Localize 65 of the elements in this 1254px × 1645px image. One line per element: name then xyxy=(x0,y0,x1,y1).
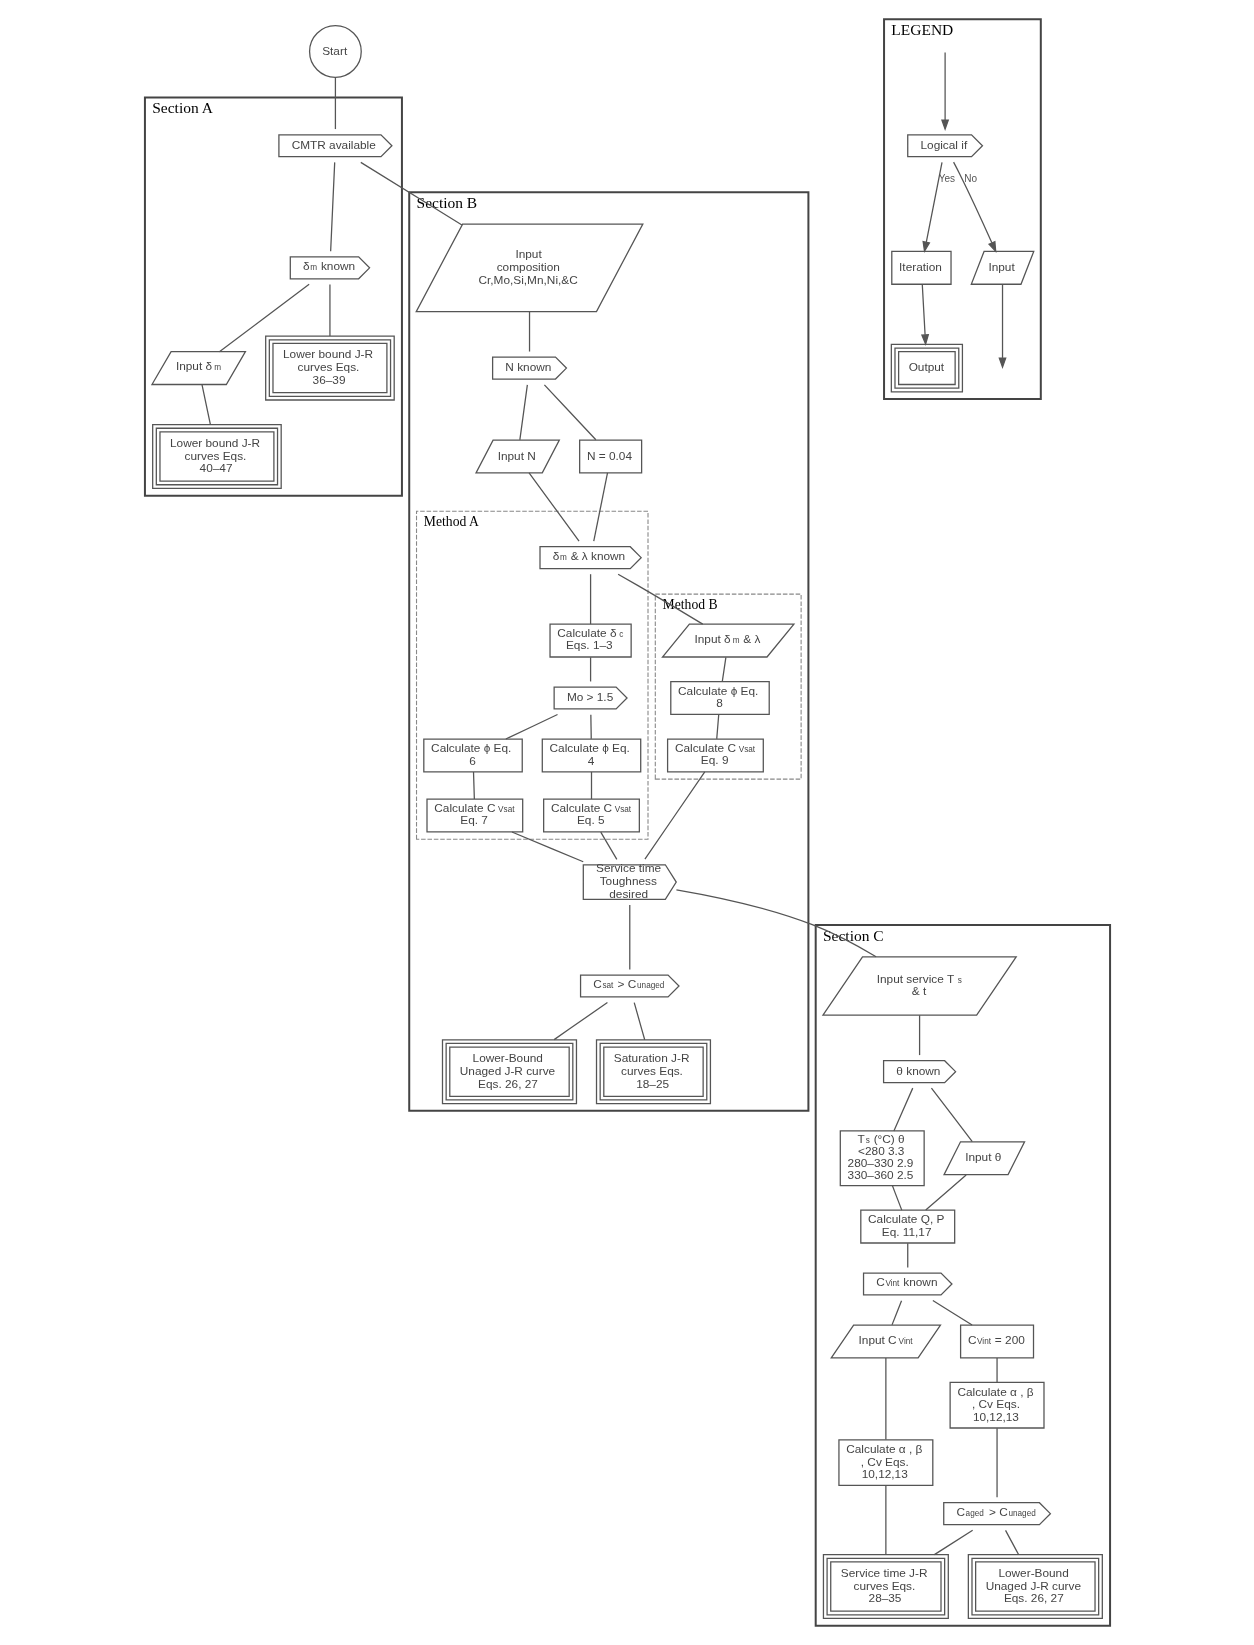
connector xyxy=(933,1529,973,1556)
connector xyxy=(884,1357,886,1441)
connector xyxy=(590,771,592,800)
connector xyxy=(599,831,617,860)
connector xyxy=(504,713,558,740)
node-box: Calculate α , β , Cv Eqs. 10,12,13 xyxy=(837,1439,933,1487)
connector xyxy=(528,311,530,353)
connector xyxy=(633,1002,645,1041)
connector xyxy=(906,1242,908,1269)
arrow xyxy=(940,51,949,132)
arrow xyxy=(997,283,1007,370)
connector xyxy=(918,1014,920,1056)
connector xyxy=(995,1357,998,1383)
node-box: Calculate ϕ Eq. 4 xyxy=(541,738,641,773)
connector xyxy=(617,573,703,625)
node-box: CVint = 200 xyxy=(959,1324,1034,1359)
connector xyxy=(589,714,592,740)
node-box: Lower bound J-R curves Eqs. 40–47 xyxy=(151,423,282,490)
arrow xyxy=(952,161,996,254)
connector xyxy=(510,831,584,863)
connector xyxy=(675,889,877,958)
connector xyxy=(329,161,335,252)
node-circle: Start xyxy=(308,25,362,78)
connector xyxy=(930,1087,973,1143)
node-box: N = 0.04 xyxy=(578,439,642,474)
connector xyxy=(924,1174,967,1211)
connector xyxy=(892,1087,913,1132)
connector xyxy=(334,76,336,130)
connector xyxy=(715,714,719,740)
connector xyxy=(643,771,705,860)
connector xyxy=(359,161,463,226)
connector xyxy=(218,283,310,353)
edge-label: No xyxy=(963,172,977,184)
connector xyxy=(995,1427,998,1498)
connector xyxy=(589,573,591,625)
node-box: Iteration xyxy=(890,250,952,285)
connector xyxy=(592,472,608,542)
node-box: Calculate CVsat Eq. 9 xyxy=(666,738,764,773)
connector xyxy=(628,904,630,971)
node-box: Calculate CVsat Eq. 5 xyxy=(542,798,640,833)
connector xyxy=(884,1485,886,1556)
connector xyxy=(328,283,331,337)
connector xyxy=(200,384,211,425)
node-box: Calculate δc Eqs. 1–3 xyxy=(548,623,632,658)
connector xyxy=(589,656,591,683)
connector xyxy=(891,1185,902,1211)
connector xyxy=(553,1001,608,1041)
connector xyxy=(527,472,580,542)
node-box: Calculate α , β , Cv Eqs. 10,12,13 xyxy=(949,1381,1045,1429)
node-box: Calculate ϕ Eq. 8 xyxy=(669,680,770,716)
connector xyxy=(543,384,596,441)
node-box: Calculate Q, P Eq. 11,17 xyxy=(859,1209,955,1244)
connector xyxy=(890,1300,902,1326)
node-box: Ts (°C) θ <280 3.3 280–330 2.9 330–360 2.5 xyxy=(839,1130,925,1187)
arrow xyxy=(920,283,929,346)
arrow xyxy=(921,161,943,254)
connector xyxy=(1004,1529,1019,1556)
connector xyxy=(472,771,475,800)
edge-label: Yes xyxy=(938,172,955,184)
node-box: Lower bound J-R curves Eqs. 36–39 xyxy=(264,335,395,401)
node-box: Calculate ϕ Eq. 6 xyxy=(422,738,523,773)
node-box: Calculate CVsat Eq. 7 xyxy=(425,798,523,833)
connector xyxy=(931,1299,973,1326)
connector xyxy=(518,384,528,441)
connector xyxy=(721,656,726,683)
